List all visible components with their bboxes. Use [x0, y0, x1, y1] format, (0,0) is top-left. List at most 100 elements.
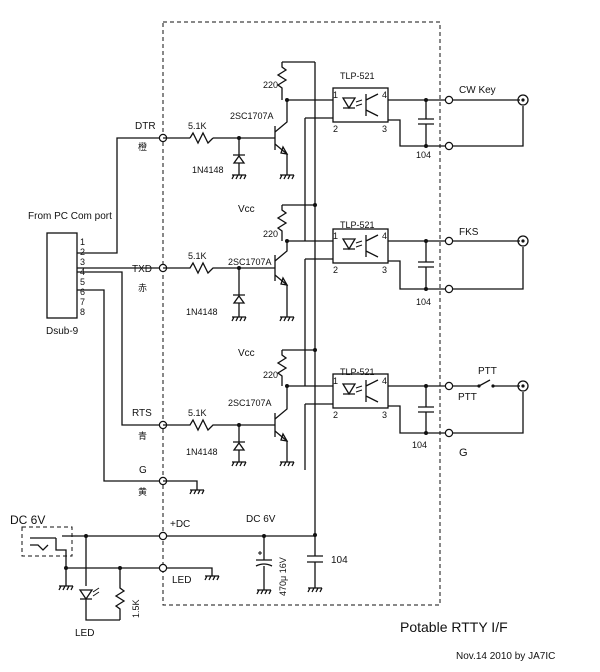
- opto-pin3: 3: [382, 265, 387, 275]
- ground-icon: [58, 585, 74, 591]
- output-label: CW Key: [459, 85, 496, 96]
- cap-label: 104: [416, 297, 431, 307]
- power-input-label: DC 6V: [10, 513, 45, 527]
- diode-label: 1N4148: [192, 165, 224, 175]
- transistor-label: 2SC1707A: [228, 398, 272, 408]
- dtr-color: 橙: [138, 141, 147, 152]
- phototransistor-icon: [365, 93, 379, 117]
- bypass-cap-label: 104: [331, 555, 348, 566]
- jack-icon: [517, 380, 529, 392]
- diode-icon: [232, 154, 246, 164]
- opto-label: TLP-521: [340, 220, 375, 230]
- resistor-value: 5.1K: [188, 121, 207, 131]
- resistor-icon: [114, 568, 126, 620]
- pin-3: 3: [80, 257, 85, 267]
- ground-icon: [231, 174, 247, 180]
- optocoupler: [332, 228, 389, 264]
- opto-pin2: 2: [333, 265, 338, 275]
- pin-2: 2: [80, 247, 85, 257]
- stage-dtr-cw-key: 5.1K 1N4148 2SC1707A 220 TLP-521 1 2 3 4…: [163, 61, 529, 180]
- opto-pin1: 1: [333, 90, 338, 100]
- vcc-rail: [304, 62, 317, 537]
- txd-color: 赤: [138, 283, 147, 293]
- diode-icon: [232, 441, 246, 451]
- dc-plus-label: +DC: [170, 519, 190, 530]
- opto-pin4: 4: [382, 90, 387, 100]
- ground-icon: [204, 575, 220, 581]
- rts-label: RTS: [132, 408, 152, 419]
- bypass-capacitor-icon: [307, 535, 323, 588]
- cap-label: 104: [412, 440, 427, 450]
- output-ground-label: G: [459, 447, 468, 459]
- diode-label: 1N4148: [186, 307, 218, 317]
- output-ground-terminal: [444, 284, 454, 294]
- connector-header: From PC Com port: [28, 211, 112, 222]
- opto-pin4: 4: [382, 231, 387, 241]
- resistor-icon: [276, 62, 288, 100]
- led-indicator-icon: [78, 589, 94, 601]
- phototransistor-icon: [365, 379, 379, 403]
- ground-icon: [256, 589, 272, 595]
- g-line-color: 黄: [138, 486, 147, 497]
- output-label-2: PTT: [458, 392, 477, 403]
- capacitor-icon: [418, 386, 434, 433]
- optocoupler: [332, 373, 389, 409]
- pin-1: 1: [80, 237, 85, 247]
- output-terminal: [444, 236, 454, 246]
- led-icon: [341, 383, 357, 396]
- txd-label: TXD: [132, 264, 152, 275]
- capacitor-icon: [418, 241, 434, 289]
- ground-icon: [279, 316, 295, 322]
- resistor-icon: [276, 350, 288, 386]
- diode-label: 1N4148: [186, 447, 218, 457]
- resistor-icon: [189, 131, 214, 145]
- dc-rail-label: DC 6V: [246, 514, 276, 525]
- jack-icon: [517, 94, 529, 106]
- output-terminal: [444, 381, 454, 391]
- output-label: PTT: [478, 366, 497, 377]
- credit-line: Nov.14 2010 by JA7IC: [456, 651, 555, 662]
- optocoupler: [332, 87, 389, 123]
- led-icon: [341, 238, 357, 251]
- cap-label: 104: [416, 150, 431, 160]
- transistor-label: 2SC1707A: [228, 257, 272, 267]
- output-label: FKS: [459, 227, 479, 238]
- led-resistor-label: 1.5K: [131, 599, 141, 618]
- vcc-label: Vcc: [238, 204, 255, 215]
- led-label: LED: [75, 628, 94, 639]
- opto-pin1: 1: [333, 231, 338, 241]
- ground-icon: [279, 461, 295, 467]
- led-icon: [341, 97, 357, 110]
- resistor-value: 5.1K: [188, 251, 207, 261]
- jack-icon: [517, 235, 529, 247]
- pin-8: 8: [80, 307, 85, 317]
- terminal-dc: [158, 531, 168, 541]
- resistor-icon: [276, 205, 288, 241]
- ground-icon: [189, 489, 205, 495]
- opto-pin1: 1: [333, 376, 338, 386]
- opto-pin4: 4: [382, 376, 387, 386]
- output-terminal: [444, 95, 454, 105]
- dtr-label: DTR: [135, 121, 156, 132]
- opto-pin2: 2: [333, 124, 338, 134]
- ground-icon: [231, 316, 247, 322]
- diode-icon: [232, 294, 246, 304]
- diagram-title: Potable RTTY I/F: [400, 619, 508, 635]
- connector-name: Dsub-9: [46, 326, 79, 337]
- opto-label: TLP-521: [340, 71, 375, 81]
- opto-pin3: 3: [382, 410, 387, 420]
- led-line-label: LED: [172, 575, 191, 586]
- g-line-label: G: [139, 465, 147, 476]
- pullup-value: 220: [263, 229, 278, 239]
- capacitor-icon: [418, 100, 434, 146]
- connector-wiring: [77, 137, 163, 482]
- board-outline: [162, 21, 441, 606]
- stage-rts-ptt: 5.1K 1N4148 2SC1707A 220 TLP-521 1 2 3 4…: [163, 348, 529, 467]
- phototransistor-icon: [365, 234, 379, 258]
- terminal-led: [158, 563, 168, 573]
- ground-icon: [279, 174, 295, 180]
- dc-jack-icon: [30, 537, 62, 551]
- pin-5: 5: [80, 277, 85, 287]
- electrolytic-capacitor-icon: [255, 536, 273, 590]
